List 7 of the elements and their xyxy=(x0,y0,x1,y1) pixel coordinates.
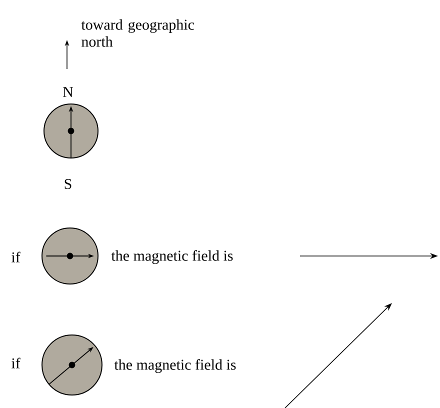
field-caption: the magnetic field is xyxy=(114,359,236,373)
direction-note: toward geographic north xyxy=(81,19,194,47)
pole-label: S xyxy=(64,178,72,190)
field-caption: the magnetic field is xyxy=(111,250,233,264)
condition-word: if xyxy=(12,358,20,368)
condition-word: if xyxy=(12,252,20,262)
pole-label: N xyxy=(63,87,74,97)
